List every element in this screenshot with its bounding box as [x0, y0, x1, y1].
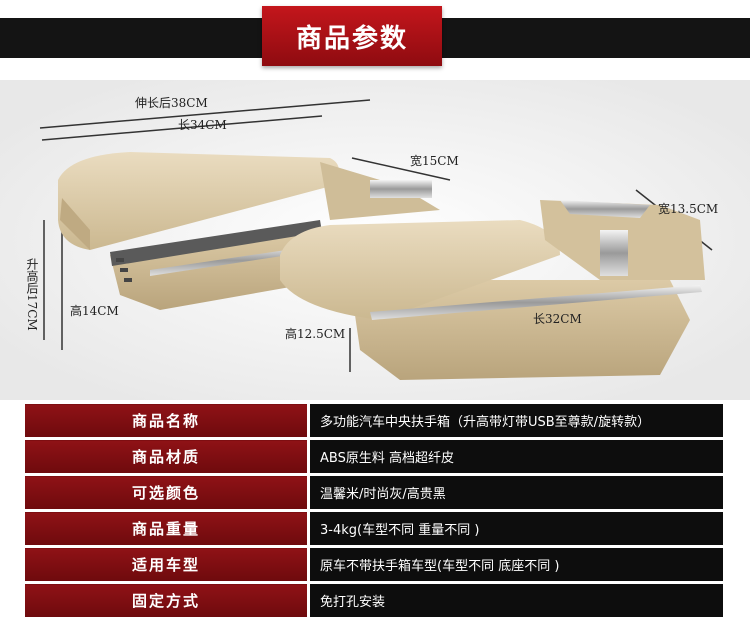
dim-extended-length: 伸长后38CM [135, 96, 208, 110]
spec-value: 3-4kg(车型不同 重量不同 ) [307, 509, 726, 548]
table-row: 固定方式 免打孔安装 [22, 581, 726, 620]
spec-label: 商品名称 [22, 401, 310, 440]
dim-width-right: 宽13.5CM [658, 202, 719, 216]
table-row: 商品材质 ABS原生料 高档超纤皮 [22, 437, 726, 476]
product-image: 伸长后38CM 长34CM 宽15CM 升高后17CM 高14CM 高12.5C… [0, 80, 750, 400]
armrest-left [58, 152, 440, 310]
dim-width-left: 宽15CM [410, 154, 459, 168]
dim-length-right: 长32CM [533, 312, 582, 326]
dim-raised-height: 升高后17CM [25, 258, 39, 331]
spec-value: 原车不带扶手箱车型(车型不同 底座不同 ) [307, 545, 726, 584]
table-row: 商品重量 3-4kg(车型不同 重量不同 ) [22, 509, 726, 548]
armrest-illustration [0, 80, 750, 400]
spec-value: 多功能汽车中央扶手箱（升高带灯带USB至尊款/旋转款） [307, 401, 726, 440]
spec-value: 温馨米/时尚灰/高贵黑 [307, 473, 726, 512]
armrest-right [280, 200, 705, 380]
spec-value: 免打孔安装 [307, 581, 726, 620]
spec-label: 固定方式 [22, 581, 310, 620]
section-title: 商品参数 [262, 6, 442, 66]
spec-label: 可选颜色 [22, 473, 310, 512]
spec-label: 商品重量 [22, 509, 310, 548]
spec-value: ABS原生料 高档超纤皮 [307, 437, 726, 476]
dim-height-left: 高14CM [70, 304, 119, 318]
spec-label: 商品材质 [22, 437, 310, 476]
table-row: 可选颜色 温馨米/时尚灰/高贵黑 [22, 473, 726, 512]
table-row: 适用车型 原车不带扶手箱车型(车型不同 底座不同 ) [22, 545, 726, 584]
spec-label: 适用车型 [22, 545, 310, 584]
table-row: 商品名称 多功能汽车中央扶手箱（升高带灯带USB至尊款/旋转款） [22, 401, 726, 440]
dim-height-right: 高12.5CM [285, 327, 346, 341]
dim-length-left: 长34CM [178, 118, 227, 132]
spec-table: 商品名称 多功能汽车中央扶手箱（升高带灯带USB至尊款/旋转款） 商品材质 AB… [22, 401, 726, 620]
